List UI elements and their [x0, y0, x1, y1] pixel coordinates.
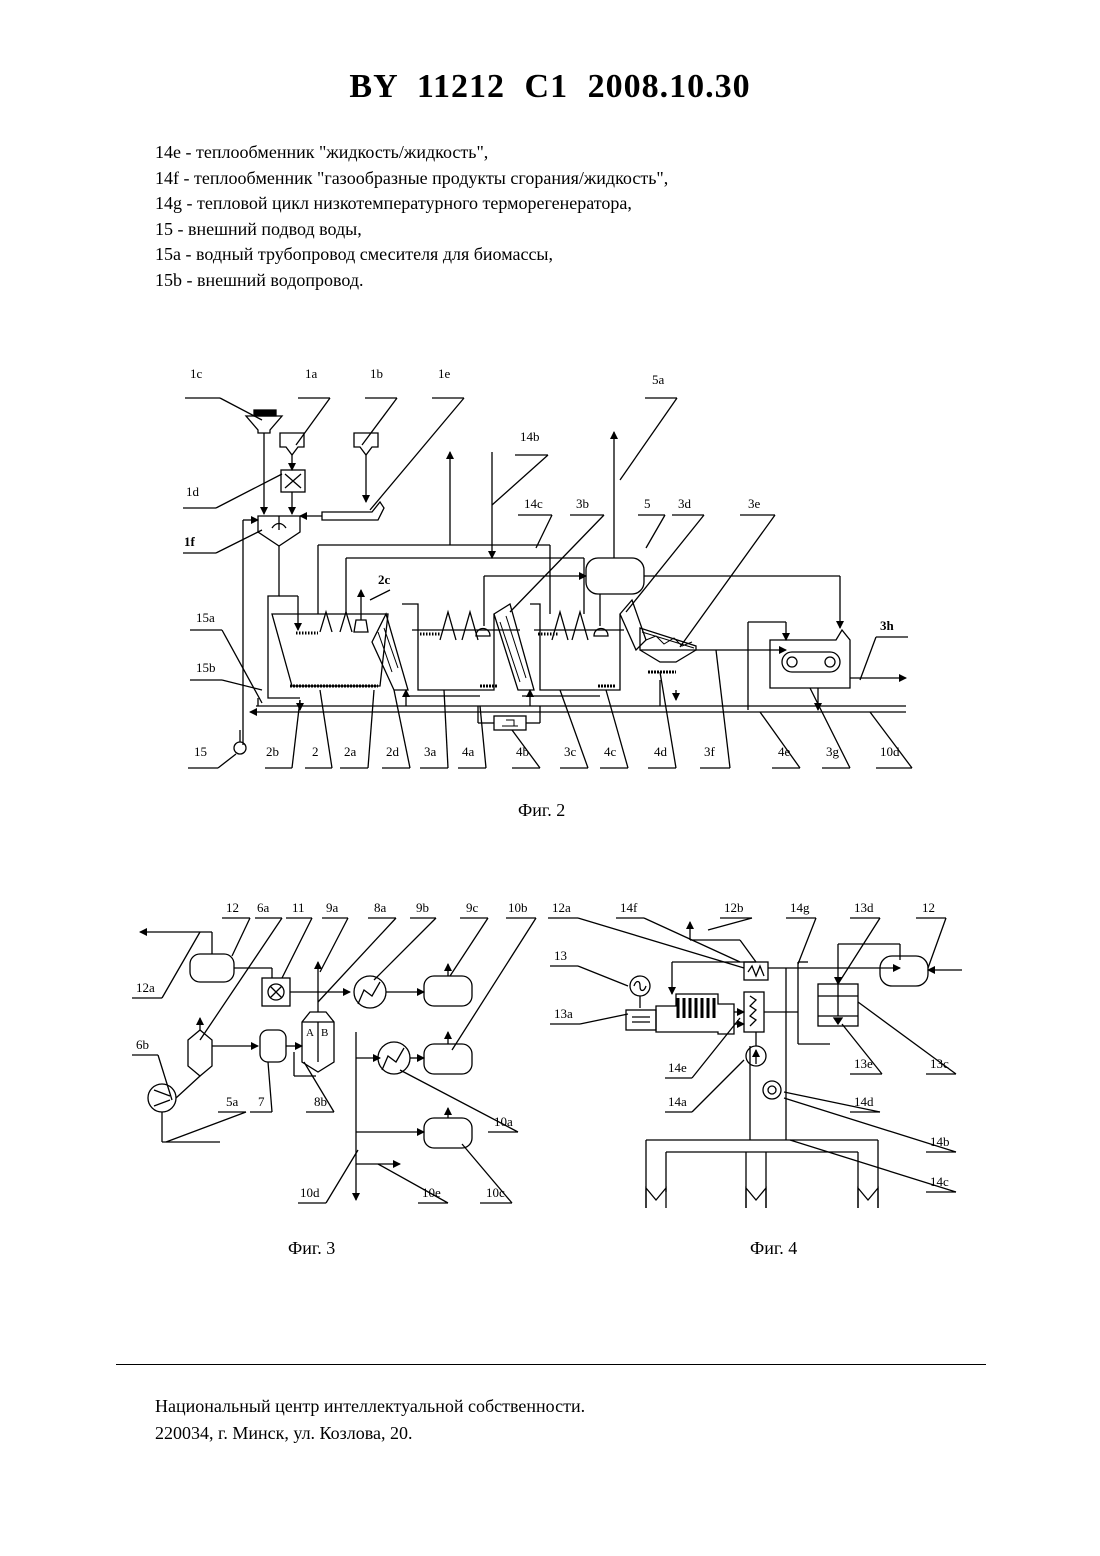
label: 13 — [554, 948, 567, 963]
label: 13c — [930, 1056, 949, 1071]
label: 10c — [486, 1185, 505, 1200]
label: 7 — [258, 1094, 265, 1109]
label: 13d — [854, 900, 874, 915]
label: 10b — [508, 900, 528, 915]
label: 15 — [194, 744, 207, 759]
label: 3e — [748, 496, 761, 511]
label: 5 — [644, 496, 651, 511]
label: 3f — [704, 744, 716, 759]
label: A — [306, 1027, 314, 1039]
figure-2-diagram — [183, 398, 912, 768]
figure-3-caption: Фиг. 3 — [288, 1238, 335, 1259]
label: 6b — [136, 1037, 149, 1052]
label: 3h — [880, 618, 895, 633]
label: 3a — [424, 744, 437, 759]
label: 13a — [554, 1006, 573, 1021]
figure-3-diagram — [132, 918, 536, 1203]
label: 1b — [370, 366, 383, 381]
publisher-footer: Национальный центр интеллектуальной собс… — [155, 1393, 585, 1447]
label: 15a — [196, 610, 215, 625]
label: B — [321, 1027, 328, 1039]
footer-divider — [116, 1364, 986, 1365]
label: 14b — [930, 1134, 950, 1149]
label: 1a — [305, 366, 318, 381]
label: 10d — [300, 1185, 320, 1200]
label: 1f — [184, 534, 196, 549]
label: 10d — [880, 744, 900, 759]
label: 12a — [136, 980, 155, 995]
label: 8a — [374, 900, 387, 915]
footer-line: 220034, г. Минск, ул. Козлова, 20. — [155, 1420, 585, 1447]
figure-4-diagram — [548, 918, 962, 1208]
label: 14c — [524, 496, 543, 511]
label: 12a — [552, 900, 571, 915]
label: 5a — [226, 1094, 239, 1109]
label: 14e — [668, 1060, 687, 1075]
label: 2d — [386, 744, 400, 759]
label: 9b — [416, 900, 429, 915]
label: 11 — [292, 900, 305, 915]
label: 2c — [378, 572, 391, 587]
label: 1e — [438, 366, 451, 381]
label: 8b — [314, 1094, 327, 1109]
label: 1d — [186, 484, 200, 499]
label: 9c — [466, 900, 479, 915]
label: 12 — [922, 900, 935, 915]
label: 4d — [654, 744, 668, 759]
label: 12b — [724, 900, 744, 915]
label: 14d — [854, 1094, 874, 1109]
label: 9a — [326, 900, 339, 915]
footer-line: Национальный центр интеллектуальной собс… — [155, 1393, 585, 1420]
label: 2 — [312, 744, 319, 759]
figure-4-caption: Фиг. 4 — [750, 1238, 797, 1259]
label: 10e — [422, 1185, 441, 1200]
label: 3c — [564, 744, 577, 759]
label: 13e — [854, 1056, 873, 1071]
label: 12 — [226, 900, 239, 915]
label: 14g — [790, 900, 810, 915]
label: 3d — [678, 496, 692, 511]
label: 4b — [516, 744, 529, 759]
label: 14b — [520, 429, 540, 444]
label: 2b — [266, 744, 279, 759]
label: 4c — [604, 744, 617, 759]
label: 6a — [257, 900, 270, 915]
label: 15b — [196, 660, 216, 675]
label: 2a — [344, 744, 357, 759]
label: 14c — [930, 1174, 949, 1189]
label: 4e — [778, 744, 791, 759]
label: 14a — [668, 1094, 687, 1109]
label: 4a — [462, 744, 475, 759]
label: 14f — [620, 900, 638, 915]
label: 10a — [494, 1114, 513, 1129]
label: 1c — [190, 366, 203, 381]
figure-2-caption: Фиг. 2 — [518, 800, 565, 821]
label: 3b — [576, 496, 589, 511]
label: 3g — [826, 744, 840, 759]
label: 5a — [652, 372, 665, 387]
